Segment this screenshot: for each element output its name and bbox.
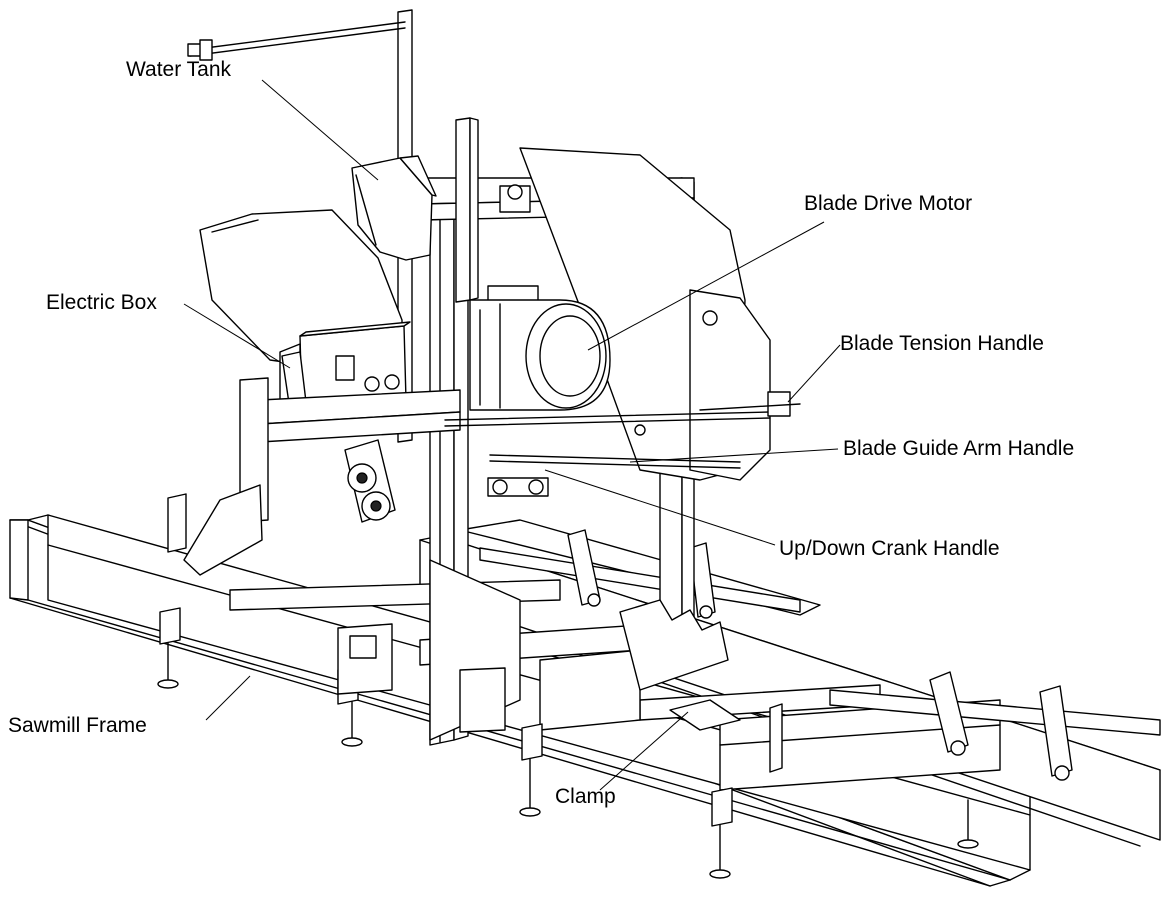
label-sawmill-frame: Sawmill Frame <box>8 714 147 737</box>
carriage <box>187 9 695 746</box>
leader-up-down-crank-handle <box>544 469 776 546</box>
leader-lines <box>183 79 841 791</box>
label-blade-tension-handle: Blade Tension Handle <box>840 332 1044 355</box>
label-up-down-crank-handle: Up/Down Crank Handle <box>779 537 1000 560</box>
leader-water-tank <box>261 79 379 181</box>
label-blade-guide-arm-handle: Blade Guide Arm Handle <box>843 437 1075 460</box>
carriage-beam <box>183 377 461 576</box>
leader-blade-drive-motor <box>587 221 825 351</box>
leader-sawmill-frame <box>205 675 251 721</box>
label-water-tank: Water Tank <box>126 58 232 81</box>
log-stops <box>479 529 1161 781</box>
leader-blade-guide-arm-handle <box>629 448 839 463</box>
label-clamp: Clamp <box>555 785 616 808</box>
water-tank <box>351 155 437 261</box>
leveling-feet <box>157 493 979 879</box>
blade-guide-arm <box>444 391 801 497</box>
blade-housings <box>199 147 771 481</box>
blade-drive-motor-drawing <box>469 285 611 411</box>
label-electric-box: Electric Box <box>46 291 157 314</box>
cross-bunks <box>229 579 1001 791</box>
leader-electric-box <box>183 303 291 369</box>
leader-blade-tension-handle <box>787 344 841 403</box>
clamp-drawing <box>619 599 741 731</box>
label-blade-drive-motor: Blade Drive Motor <box>804 192 973 215</box>
leader-clamp <box>599 711 689 791</box>
